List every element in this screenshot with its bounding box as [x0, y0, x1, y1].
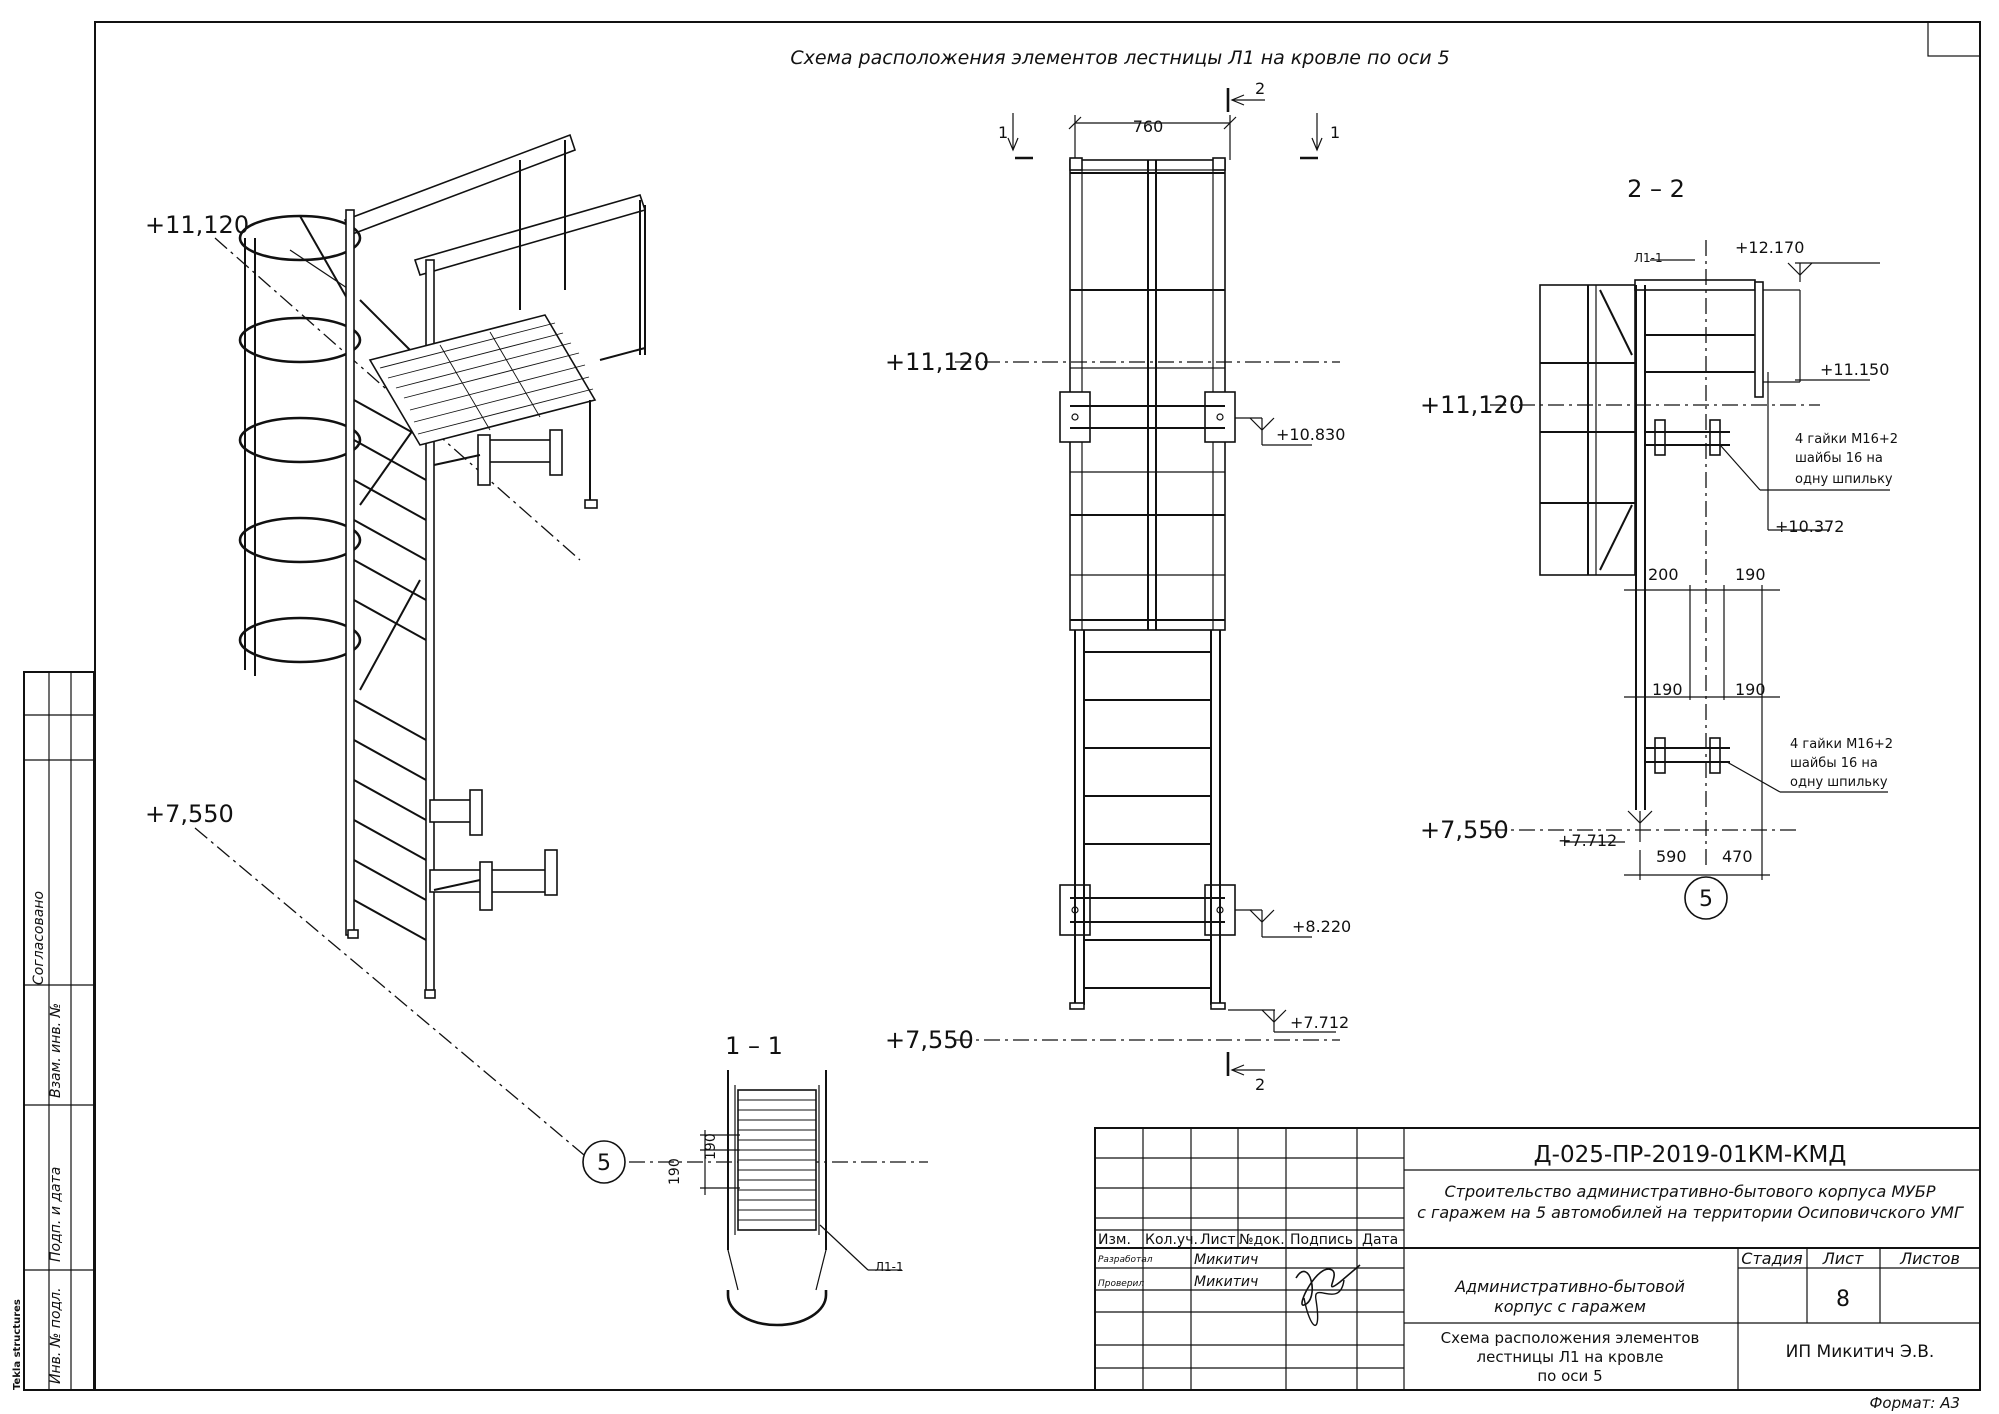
- side-stamp: Согласовано Взам. инв. № Подп. и дата Ин…: [12, 671, 95, 1391]
- sec11-part-mark: Л1-1: [875, 1260, 904, 1274]
- sec22-dim-200: 200: [1648, 565, 1679, 584]
- sec11-dim-190-a: 190: [703, 1133, 719, 1160]
- front-view: [955, 88, 1340, 1076]
- stamp-project-line1: Строительство административно-бытового к…: [1444, 1182, 1935, 1201]
- stamp-header-kol: Кол.уч.: [1145, 1232, 1198, 1248]
- front-elev-7712: +7.712: [1290, 1013, 1349, 1032]
- sec22-title: 2 – 2: [1627, 175, 1685, 203]
- side-vzam-label: Взам. инв. №: [48, 1003, 64, 1098]
- isometric-view: [194, 133, 647, 1161]
- sec11-dim-190-b: 190: [667, 1158, 683, 1185]
- title-block: [1094, 1127, 1981, 1391]
- stamp-building-line1: Административно-бытовой: [1454, 1277, 1685, 1296]
- stamp-role-developed: Разработал: [1098, 1255, 1153, 1265]
- sec22-note-top-l1: 4 гайки М16+2: [1795, 432, 1898, 447]
- stamp-header-ndok: №док.: [1239, 1232, 1285, 1248]
- front-sec-mark-2-bottom: 2: [1255, 1075, 1265, 1094]
- stamp-col-sheet: Лист: [1822, 1249, 1864, 1268]
- side-agreed-label: Согласовано: [31, 891, 47, 985]
- section-2-2: [1490, 240, 1890, 920]
- front-sec-mark-1-right: 1: [1330, 123, 1340, 142]
- sec22-dim-190-b: 190: [1652, 680, 1683, 699]
- stamp-header-list: Лист: [1200, 1232, 1235, 1248]
- sec22-elev-bottom: +7,550: [1420, 816, 1509, 844]
- side-podp-label: Подп. и дата: [48, 1167, 64, 1262]
- front-elev-bottom: +7,550: [885, 1026, 974, 1054]
- drawing-title: Схема расположения элементов лестницы Л1…: [790, 47, 1449, 69]
- stamp-sheet-title-line3: по оси 5: [1537, 1367, 1602, 1385]
- stamp-col-sheets: Листов: [1899, 1249, 1960, 1268]
- stamp-building-line2: корпус с гаражем: [1494, 1297, 1646, 1316]
- stamp-format: Формат: А3: [1870, 1394, 1960, 1412]
- stamp-project-line2: с гаражем на 5 автомобилей на территории…: [1417, 1203, 1964, 1222]
- stamp-sheet-title-line2: лестницы Л1 на кровле: [1477, 1348, 1664, 1366]
- front-dim-760: 760: [1133, 117, 1164, 136]
- sec22-axis-label: 5: [1699, 887, 1713, 912]
- iso-elev-bottom: +7,550: [145, 800, 234, 828]
- sec22-elev-7712: +7.712: [1558, 831, 1617, 850]
- sec22-note-bottom-l2: шайбы 16 на: [1790, 756, 1878, 771]
- sec11-title: 1 – 1: [725, 1032, 783, 1060]
- stamp-header-izm: Изм.: [1098, 1232, 1131, 1248]
- sec11-axis-label: 5: [597, 1151, 611, 1176]
- section-1-1: [582, 1070, 928, 1327]
- stamp-header-data: Дата: [1362, 1232, 1398, 1248]
- sec22-elev-10372: +10.372: [1775, 517, 1844, 536]
- front-sec-mark-1-left: 1: [998, 123, 1008, 142]
- sec22-dim-590: 590: [1656, 847, 1687, 866]
- stamp-sheet-title-line1: Схема расположения элементов: [1441, 1329, 1700, 1347]
- sec22-part-mark: Л1-1: [1634, 251, 1663, 265]
- front-elev-8220: +8.220: [1292, 917, 1351, 936]
- side-inv-label: Инв. № подл.: [48, 1287, 64, 1384]
- stamp-header-podp: Подпись: [1290, 1232, 1353, 1248]
- software-label: Tekla structures: [12, 1299, 23, 1390]
- stamp-role-checked: Проверил: [1098, 1279, 1144, 1289]
- sec22-note-top-l3: одну шпильку: [1795, 472, 1893, 487]
- sec22-dim-470: 470: [1722, 847, 1753, 866]
- stamp-checker-name: Микитич: [1194, 1274, 1258, 1290]
- front-sec-mark-2-top: 2: [1255, 79, 1265, 98]
- sec22-elev-12170: +12.170: [1735, 238, 1804, 257]
- sec22-elev-11150: +11.150: [1820, 360, 1889, 379]
- stamp-col-stage: Стадия: [1741, 1249, 1803, 1268]
- stamp-company: ИП Микитич Э.В.: [1786, 1342, 1935, 1362]
- iso-elev-top: +11,120: [145, 211, 249, 239]
- signature-mark: [1295, 1264, 1361, 1306]
- sec22-elev-top: +11,120: [1420, 391, 1524, 419]
- front-elev-top: +11,120: [885, 348, 989, 376]
- stamp-code: Д-025-ПР-2019-01КМ-КМД: [1534, 1142, 1847, 1168]
- sec22-note-top-l2: шайбы 16 на: [1795, 451, 1883, 466]
- sec22-dim-190-c: 190: [1735, 680, 1766, 699]
- sec22-note-bottom-l1: 4 гайки М16+2: [1790, 737, 1893, 752]
- sec22-dim-190-a: 190: [1735, 565, 1766, 584]
- stamp-sheet-number: 8: [1836, 1287, 1850, 1312]
- front-elev-10830: +10.830: [1276, 425, 1345, 444]
- stamp-developer-name: Микитич: [1194, 1252, 1258, 1268]
- sec22-note-bottom-l3: одну шпильку: [1790, 775, 1888, 790]
